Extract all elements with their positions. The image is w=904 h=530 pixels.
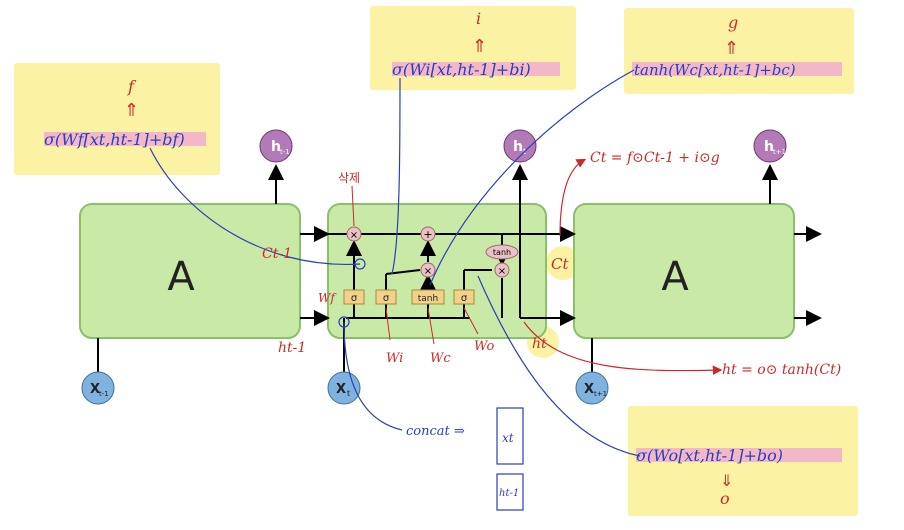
blue-circle-concat	[338, 316, 350, 328]
g-symbol: g	[728, 13, 738, 32]
svg-text:h: h	[271, 139, 281, 155]
svg-text:X: X	[336, 382, 346, 397]
g-arrow: ⇑	[724, 38, 739, 59]
ht-prev-label: ht-1	[278, 340, 306, 356]
op-output-mul: ×	[494, 262, 510, 278]
concat-ht: ht-1	[499, 488, 519, 499]
o-symbol: o	[720, 489, 730, 508]
i-arrow: ⇑	[472, 36, 487, 57]
op-forget-mul: ×	[346, 226, 362, 242]
ct-prev-label: Ct-1	[262, 246, 292, 262]
svg-text:X: X	[584, 382, 594, 397]
op-tanh: tanh	[485, 244, 519, 260]
svg-text:×: ×	[498, 266, 506, 277]
wc-tick	[427, 307, 435, 345]
pink-o	[636, 448, 842, 462]
ht-formula: ht = o⊙ tanh(Ct)	[722, 362, 841, 378]
cell-right-label: A	[661, 254, 689, 300]
wo-label: Wo	[474, 339, 494, 354]
ct-label: Ct	[551, 255, 569, 273]
concat-vector-top	[496, 407, 524, 465]
gate-tanh: tanh	[411, 289, 445, 305]
cell-left	[79, 203, 301, 339]
blue-curve-concat	[343, 321, 403, 431]
pink-i	[392, 62, 560, 76]
blue-curve-g	[429, 69, 635, 286]
svg-text:×: ×	[350, 230, 358, 241]
concat-vector-bottom	[496, 473, 524, 511]
i-symbol: i	[476, 9, 481, 28]
svg-text:t-1: t-1	[280, 148, 290, 156]
svg-text:t+1: t+1	[773, 148, 786, 156]
f-arrow: ⇑	[124, 100, 139, 121]
svg-text:h: h	[764, 139, 774, 155]
op-add: +	[420, 226, 436, 242]
svg-text:h: h	[513, 139, 523, 155]
cell-right	[573, 203, 795, 339]
svg-text:σ: σ	[351, 293, 358, 304]
f-formula: σ(Wf[xt,ht-1]+bf)	[44, 130, 185, 149]
i-formula: σ(Wi[xt,ht-1]+bi)	[392, 60, 531, 79]
svg-text:tanh: tanh	[493, 248, 511, 257]
svg-text:tanh: tanh	[418, 294, 438, 304]
h-node-right: h t+1	[753, 129, 787, 163]
ct-formula: Ct = f⊙Ct-1 + i⊙g	[590, 150, 720, 166]
concat-xt: xt	[502, 431, 514, 445]
forget-note-line	[351, 185, 355, 227]
wo-tick	[463, 307, 479, 335]
wi-label: Wi	[386, 351, 403, 366]
gate-input: σ	[375, 289, 397, 305]
gate-forget: σ	[343, 289, 365, 305]
svg-text:+: +	[423, 228, 432, 241]
g-formula: tanh(Wc[xt,ht-1]+bc)	[634, 61, 796, 79]
svg-text:t+1: t+1	[594, 390, 607, 398]
cell-left-label: A	[167, 254, 195, 300]
ht-label: ht	[532, 336, 547, 352]
svg-text:σ: σ	[461, 293, 468, 304]
x-node-left: X t-1	[81, 371, 115, 405]
forget-note: 삭제	[338, 171, 360, 185]
blue-curve-i	[391, 77, 401, 275]
o-arrow: ⇓	[720, 471, 733, 490]
svg-text:X: X	[90, 382, 100, 397]
red-curve-ht	[523, 321, 723, 375]
highlight-f	[14, 63, 220, 175]
wi-tick	[385, 307, 391, 341]
pink-f	[44, 132, 206, 146]
blue-curve-f	[149, 147, 361, 265]
red-curve-ct	[559, 158, 587, 237]
op-input-mul: ×	[420, 262, 436, 278]
o-formula: σ(Wo[xt,ht-1]+bo)	[636, 446, 783, 465]
gate-output: σ	[453, 289, 475, 305]
wf-label: Wf	[318, 291, 337, 305]
svg-text:t: t	[347, 389, 350, 398]
pink-g	[632, 62, 842, 76]
x-node-right: X t+1	[575, 371, 609, 405]
wc-label: Wc	[430, 351, 451, 366]
svg-text:t-1: t-1	[99, 390, 109, 398]
f-symbol: f	[127, 77, 137, 96]
svg-text:σ: σ	[383, 293, 390, 304]
concat-label: concat ⇒	[406, 424, 465, 439]
svg-text:×: ×	[424, 266, 432, 277]
highlight-ct	[546, 246, 580, 280]
blue-curve-o	[477, 275, 641, 457]
blue-circle-f	[354, 258, 366, 270]
h-node-left: h t-1	[259, 129, 293, 163]
